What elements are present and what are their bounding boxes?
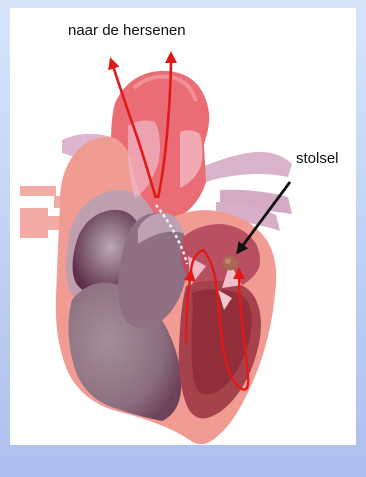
- label-clot: stolsel: [296, 150, 339, 167]
- upper-vein-right: [200, 152, 292, 184]
- diagram-panel: naar de hersenen stolsel: [10, 8, 356, 445]
- clot-highlight: [225, 258, 231, 264]
- label-to-brain: naar de hersenen: [68, 22, 186, 39]
- heart-diagram: [10, 8, 356, 445]
